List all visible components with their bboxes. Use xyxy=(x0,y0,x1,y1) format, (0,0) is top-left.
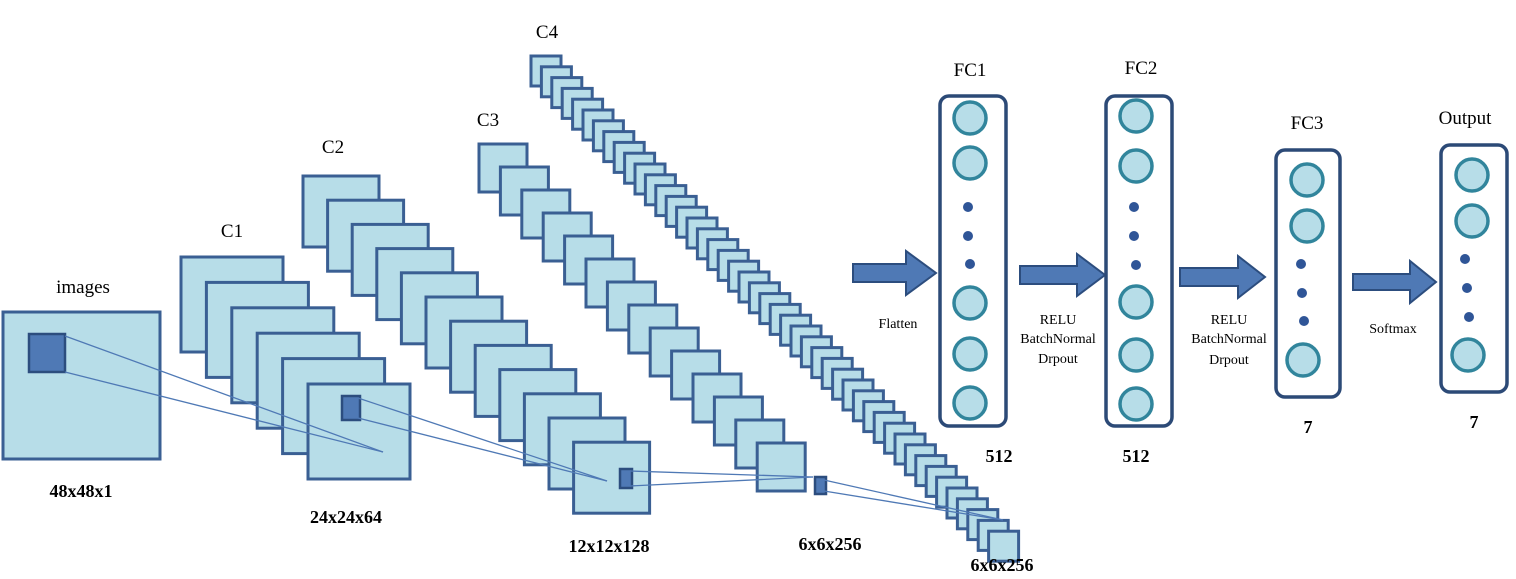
fc3-node xyxy=(1285,342,1321,378)
c1-dims: 24x24x64 xyxy=(310,507,382,527)
c3-feature-map xyxy=(755,441,807,493)
fc2-fc3-arrow xyxy=(1179,253,1267,301)
c2-feature-maps xyxy=(301,174,652,515)
receptive-field-lines xyxy=(64,335,1004,521)
c2-dims: 12x12x128 xyxy=(569,536,650,556)
fc3-ellipsis-dot xyxy=(1296,259,1306,269)
fc1-node xyxy=(952,336,988,372)
fc2-node xyxy=(1118,98,1154,134)
output-node xyxy=(1454,203,1490,239)
c3-dims: 6x6x256 xyxy=(799,534,862,554)
c4-feature-maps xyxy=(529,54,1021,563)
fc1-ellipsis-dot xyxy=(963,231,973,241)
fc2-ellipsis-dot xyxy=(1131,260,1141,270)
output-ellipsis-dot xyxy=(1464,312,1474,322)
c3-label: C3 xyxy=(477,110,499,131)
input-dims: 48x48x1 xyxy=(50,481,113,501)
c4-dims: 6x6x256 xyxy=(971,555,1034,575)
input-image xyxy=(1,310,162,461)
fc3-layer xyxy=(1274,148,1342,399)
fc1-fc2-line-1: RELU xyxy=(1040,313,1077,328)
fc1-node xyxy=(952,385,988,421)
flatten-arrow xyxy=(852,249,938,297)
fc3-ellipsis-dot xyxy=(1299,316,1309,326)
fc2-size: 512 xyxy=(1123,446,1150,466)
fc3-node xyxy=(1289,208,1325,244)
fc1-node xyxy=(952,100,988,136)
fc1-size: 512 xyxy=(986,446,1013,466)
softmax-arrow xyxy=(1352,258,1438,306)
fc2-layer xyxy=(1104,94,1174,428)
fc2-node xyxy=(1118,386,1154,422)
c3-feature-maps xyxy=(477,142,807,493)
c2-kernel xyxy=(618,467,634,490)
c1-label: C1 xyxy=(221,221,243,242)
fc3-size: 7 xyxy=(1304,417,1313,437)
input-kernel xyxy=(27,332,67,374)
fc1-node xyxy=(952,285,988,321)
c1-kernel xyxy=(340,394,362,422)
fc2-node xyxy=(1118,337,1154,373)
fc1-layer xyxy=(938,94,1008,428)
output-size: 7 xyxy=(1470,412,1479,432)
output-ellipsis-dot xyxy=(1460,254,1470,264)
output-node xyxy=(1450,337,1486,373)
softmax-label: Softmax xyxy=(1369,322,1416,337)
fc3-label: FC3 xyxy=(1291,113,1324,134)
fc1-fc2-arrow xyxy=(1019,252,1107,298)
input-label: images xyxy=(56,277,110,298)
fc2-fc3-line-1: RELU xyxy=(1211,313,1248,328)
fc3-node xyxy=(1289,162,1325,198)
c2-label: C2 xyxy=(322,137,344,158)
fc1-fc2-line-3: Drpout xyxy=(1038,352,1078,367)
fc2-ellipsis-dot xyxy=(1129,231,1139,241)
fc2-ellipsis-dot xyxy=(1129,202,1139,212)
fc2-node xyxy=(1118,148,1154,184)
fc2-label: FC2 xyxy=(1125,58,1158,79)
flatten-label: Flatten xyxy=(879,317,918,332)
fc2-fc3-line-3: Drpout xyxy=(1209,353,1249,368)
fc1-fc2-line-2: BatchNormal xyxy=(1020,332,1096,347)
fc3-ellipsis-dot xyxy=(1297,288,1307,298)
c3-kernel xyxy=(813,475,828,496)
fc1-node xyxy=(952,145,988,181)
fc1-label: FC1 xyxy=(954,60,987,81)
output-layer xyxy=(1439,143,1509,394)
fc1-ellipsis-dot xyxy=(963,202,973,212)
fc2-fc3-line-2: BatchNormal xyxy=(1191,332,1267,347)
c2-feature-map xyxy=(572,440,652,515)
fc1-ellipsis-dot xyxy=(965,259,975,269)
output-label: Output xyxy=(1439,108,1493,129)
output-ellipsis-dot xyxy=(1462,283,1472,293)
c4-label: C4 xyxy=(536,22,559,43)
c4-feature-map xyxy=(987,529,1021,563)
output-node xyxy=(1454,157,1490,193)
fc2-node xyxy=(1118,284,1154,320)
